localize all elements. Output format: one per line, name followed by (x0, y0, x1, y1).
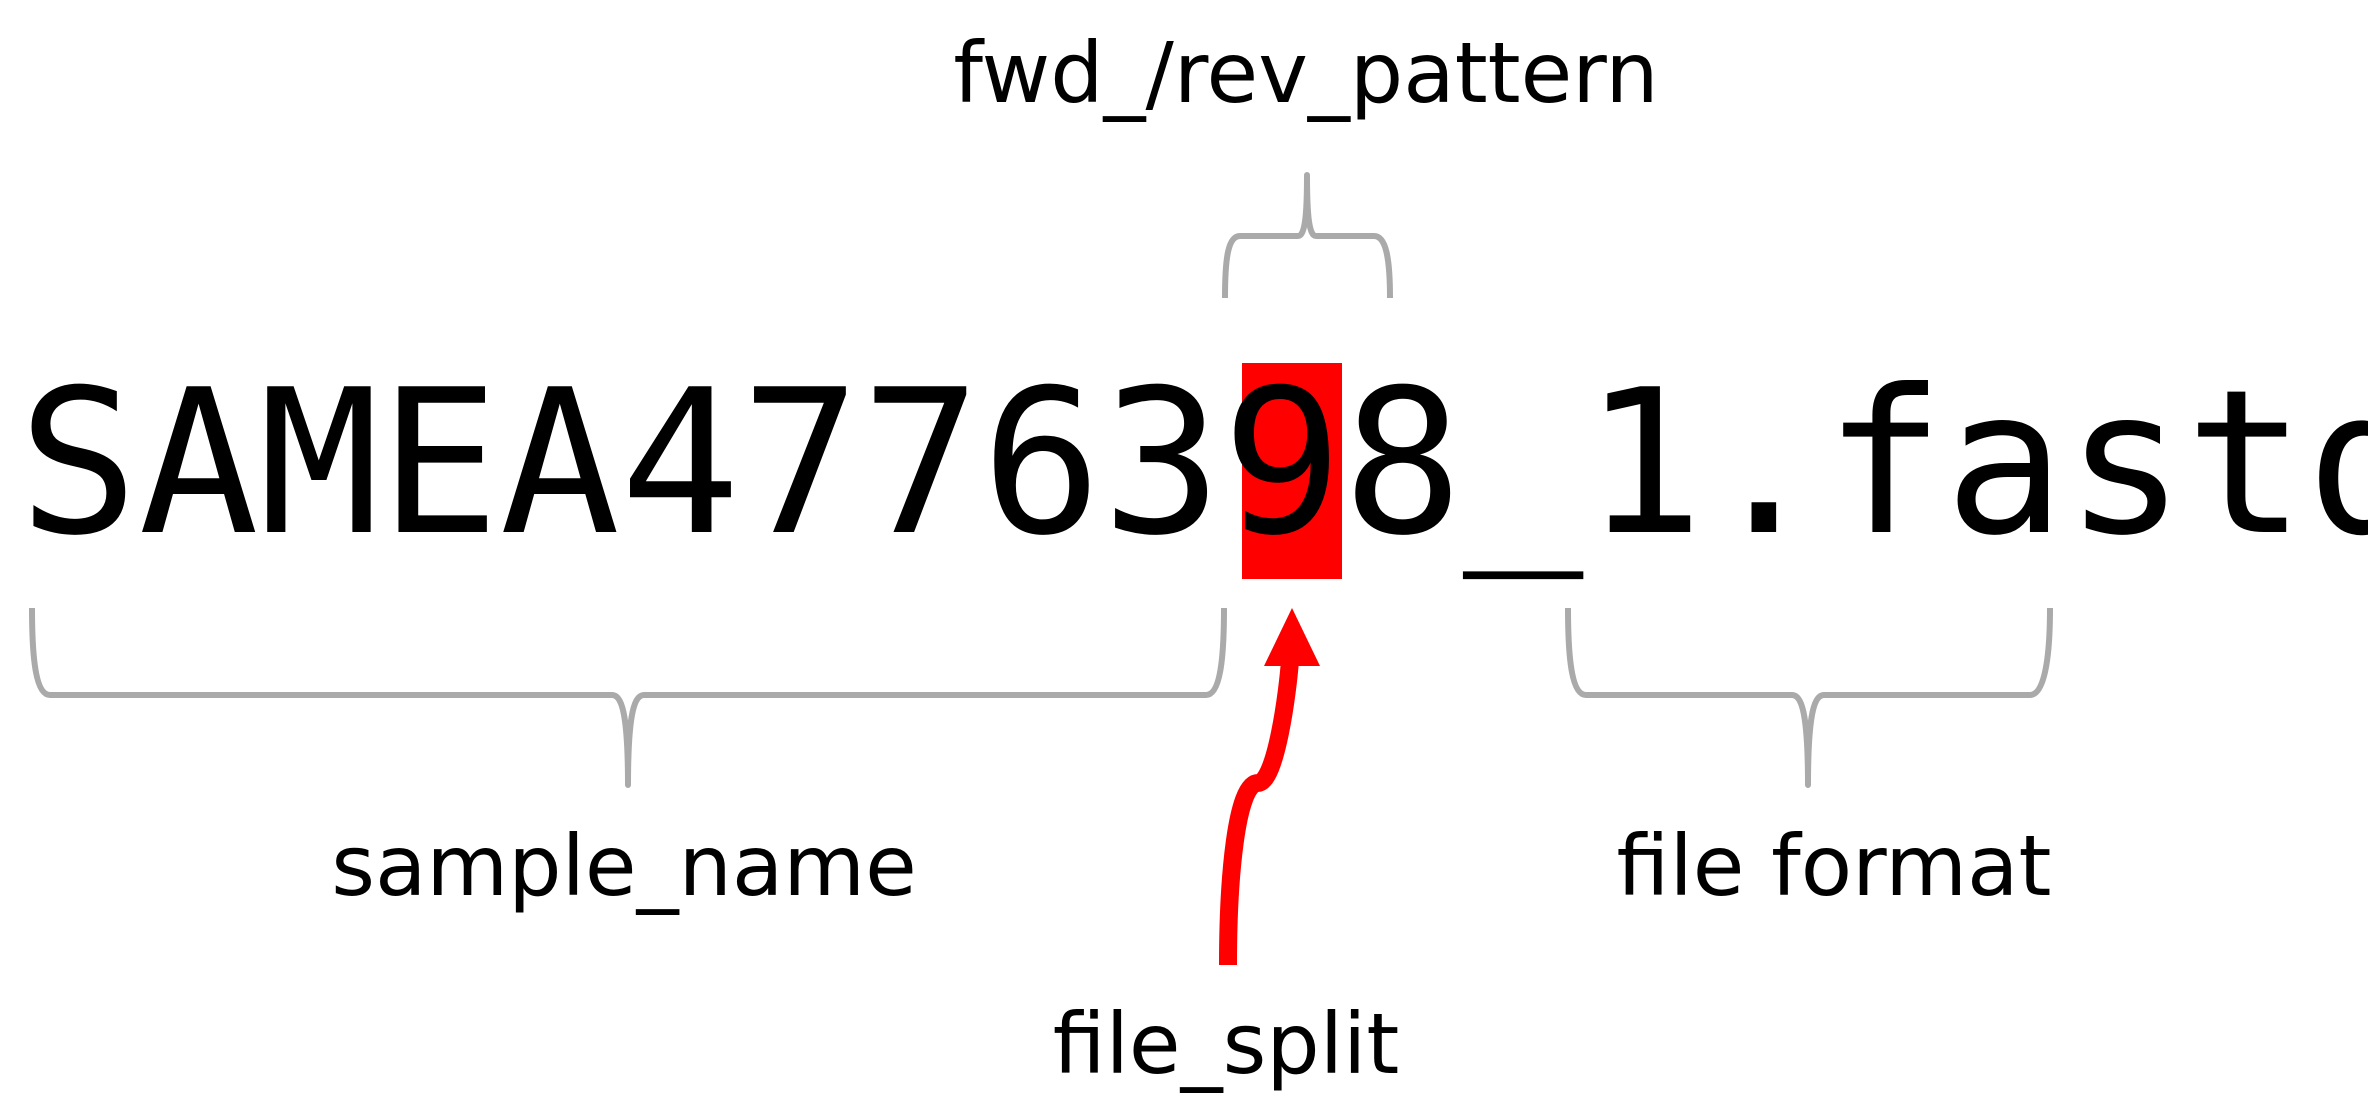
filename-rest-part: 1.fastq.gz (1583, 347, 2368, 580)
sample-name-label: sample_name (331, 817, 917, 915)
pattern-brace (1222, 172, 1393, 299)
split-arrow-shaft (1219, 659, 1299, 966)
filename-text: SAMEA4776398_1.fastq.gz (18, 347, 2368, 580)
pattern-label: fwd_/rev_pattern (953, 24, 1658, 122)
sample-name-brace (29, 607, 1227, 788)
split-highlight-box (1242, 363, 1342, 579)
file-split-label: file_split (1053, 995, 1400, 1093)
filename-split-char: _ (1463, 347, 1584, 580)
split-arrow-head (1264, 608, 1320, 666)
filename-sample-part: SAMEA4776398 (18, 347, 1463, 580)
file-format-brace (1565, 607, 2053, 788)
file-format-label: file format (1617, 817, 2052, 915)
